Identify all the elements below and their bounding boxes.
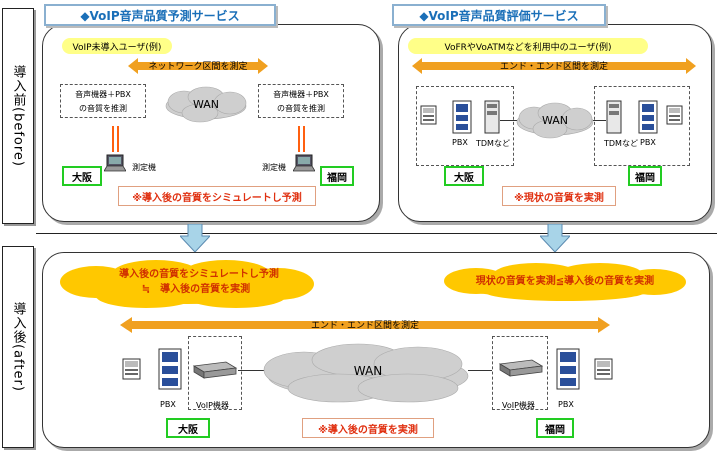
e2e-range-label-after: エンド・エンド区間を測定 — [310, 320, 419, 331]
prediction-service-title: ◆VoIP音声品質予測サービス — [44, 4, 276, 26]
city-osaka-after: 大阪 — [166, 418, 210, 438]
pbx-left-label: PBX — [452, 138, 468, 147]
city-fukuoka-after: 福岡 — [536, 418, 574, 438]
meter-label-left: 測定機 — [132, 163, 156, 172]
voip-left-label: VoIP機器 — [196, 401, 229, 410]
voip-device-left-icon — [192, 361, 238, 379]
wan-cloud-right — [516, 102, 594, 139]
pbx-right-label: PBX — [640, 138, 656, 147]
tdm-left-label: TDMなど — [476, 139, 510, 148]
link-line-right-before — [586, 120, 606, 121]
city-osaka-before-left: 大阪 — [62, 166, 102, 186]
phone-left-icon — [420, 105, 437, 125]
network-range-label: ネットワーク区間を測定 — [148, 61, 248, 72]
wan-label-right: WAN — [541, 114, 569, 127]
link-line-after-right — [468, 370, 498, 371]
connection-lines-left — [112, 126, 119, 152]
result-cloud-left — [60, 260, 314, 308]
transition-arrow-right — [540, 224, 570, 252]
link-line-after-left — [238, 370, 268, 371]
wan-cloud-after — [263, 343, 469, 403]
pbx-after-left-icon — [158, 348, 182, 390]
result-cloud-right — [444, 263, 686, 301]
tdm-right-label: TDMなど — [604, 139, 638, 148]
connection-lines-right — [298, 126, 305, 152]
voip-device-right-icon — [498, 359, 544, 377]
city-fukuoka-before-left: 福岡 — [320, 166, 354, 186]
tdm-right-icon — [606, 100, 622, 134]
wan-cloud-left — [165, 86, 247, 123]
transition-arrow-left — [180, 224, 210, 252]
pbx-right-icon — [638, 100, 658, 134]
after-note: ※導入後の音質を実測 — [302, 418, 434, 438]
network-range-arrow — [128, 58, 268, 74]
tdm-left-icon — [484, 100, 500, 134]
meter-label-right: 測定機 — [262, 163, 286, 172]
prediction-user-label: VoIP未導入ユーザ(例) — [62, 38, 172, 54]
wan-label-after: WAN — [353, 364, 383, 378]
pbx-after-right-icon — [556, 348, 580, 390]
measuring-laptop-right-icon — [293, 154, 315, 172]
city-fukuoka-before-right: 福岡 — [628, 166, 662, 186]
pbx-after-right-label: PBX — [558, 400, 574, 409]
before-side-label: 導入前(before) — [2, 8, 34, 224]
phone-right-icon — [666, 105, 683, 125]
after-side-label: 導入後(after) — [2, 246, 34, 448]
measuring-laptop-left-icon — [104, 154, 126, 172]
estimate-box-right: 音声機器＋PBX の音質を推測 — [258, 84, 344, 118]
voip-right-label: VoIP機器 — [502, 401, 535, 410]
pbx-left-icon — [452, 100, 472, 134]
result-cloud-left-line2: ≒ 導入後の音質を実測 — [141, 284, 251, 295]
prediction-note: ※導入後の音質をシミュレートし予測 — [118, 186, 316, 206]
pbx-after-left-label: PBX — [160, 400, 176, 409]
evaluation-note: ※現状の音質を実測 — [502, 186, 616, 206]
phone-after-left-icon — [122, 358, 141, 380]
e2e-range-label-before: エンド・エンド区間を測定 — [499, 61, 608, 72]
e2e-range-arrow-after — [120, 317, 610, 333]
wan-label-left: WAN — [192, 98, 220, 111]
phone-after-right-icon — [594, 358, 613, 380]
estimate-box-left: 音声機器＋PBX の音質を推測 — [60, 84, 146, 118]
section-divider — [36, 233, 717, 234]
e2e-range-arrow-before — [412, 58, 696, 74]
city-osaka-before-right: 大阪 — [444, 166, 484, 186]
result-cloud-left-line1: 導入後の音質をシミュレートし予測 — [119, 269, 279, 280]
evaluation-service-title: ◆VoIP音声品質評価サービス — [392, 4, 606, 26]
evaluation-user-label: VoFRやVoATMなどを利用中のユーザ(例) — [408, 38, 648, 54]
result-cloud-right-text: 現状の音質を実測≦導入後の音質を実測 — [475, 276, 655, 287]
link-line-left-before — [500, 120, 520, 121]
